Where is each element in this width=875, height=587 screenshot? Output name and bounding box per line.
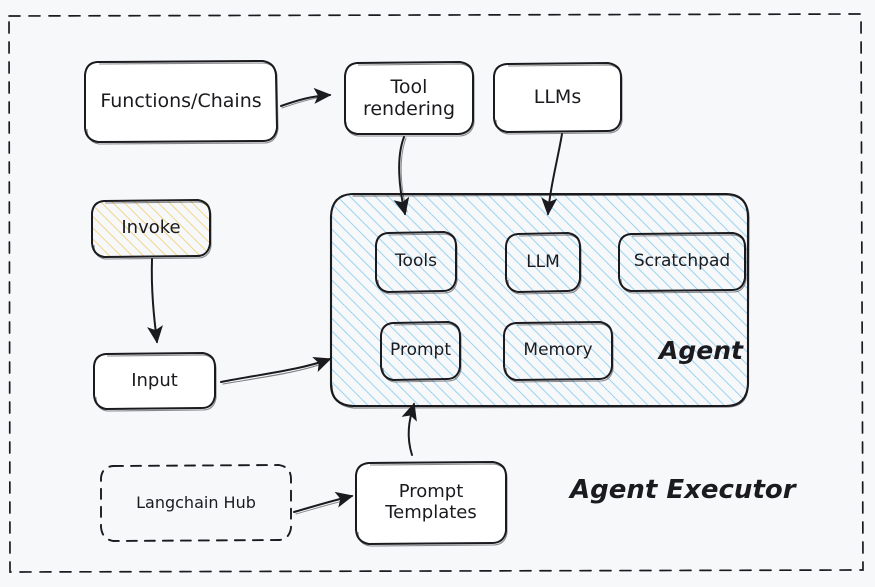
outer-container-agent-executor <box>8 13 864 573</box>
node-llm[interactable] <box>505 231 582 295</box>
edge-tool-rendering-to-tools <box>393 136 410 216</box>
node-prompt-templates[interactable] <box>355 460 508 547</box>
label-agent-executor: Agent Executor <box>570 475 796 505</box>
edge-llms-to-llm <box>541 133 563 216</box>
agent-group-box[interactable] <box>329 192 750 409</box>
edge-invoke-to-input <box>147 258 163 344</box>
edge-langchain-hub-to-prompt-templates <box>293 491 354 515</box>
node-tool-rendering[interactable] <box>344 60 475 137</box>
node-prompt[interactable] <box>380 320 462 383</box>
edge-prompt-templates-to-prompt <box>401 402 417 456</box>
node-functions-chains[interactable] <box>84 59 279 145</box>
label-agent-group: Agent <box>659 336 743 365</box>
node-llms[interactable] <box>493 61 623 135</box>
node-invoke[interactable] <box>91 198 212 260</box>
node-langchain-hub[interactable] <box>100 464 292 542</box>
node-tools[interactable] <box>375 230 458 295</box>
edge-functions-to-tool-rendering <box>280 87 332 109</box>
edge-input-to-agent <box>220 356 332 385</box>
node-memory[interactable] <box>503 320 614 383</box>
node-scratchpad[interactable] <box>618 231 747 294</box>
node-input[interactable] <box>93 351 217 412</box>
